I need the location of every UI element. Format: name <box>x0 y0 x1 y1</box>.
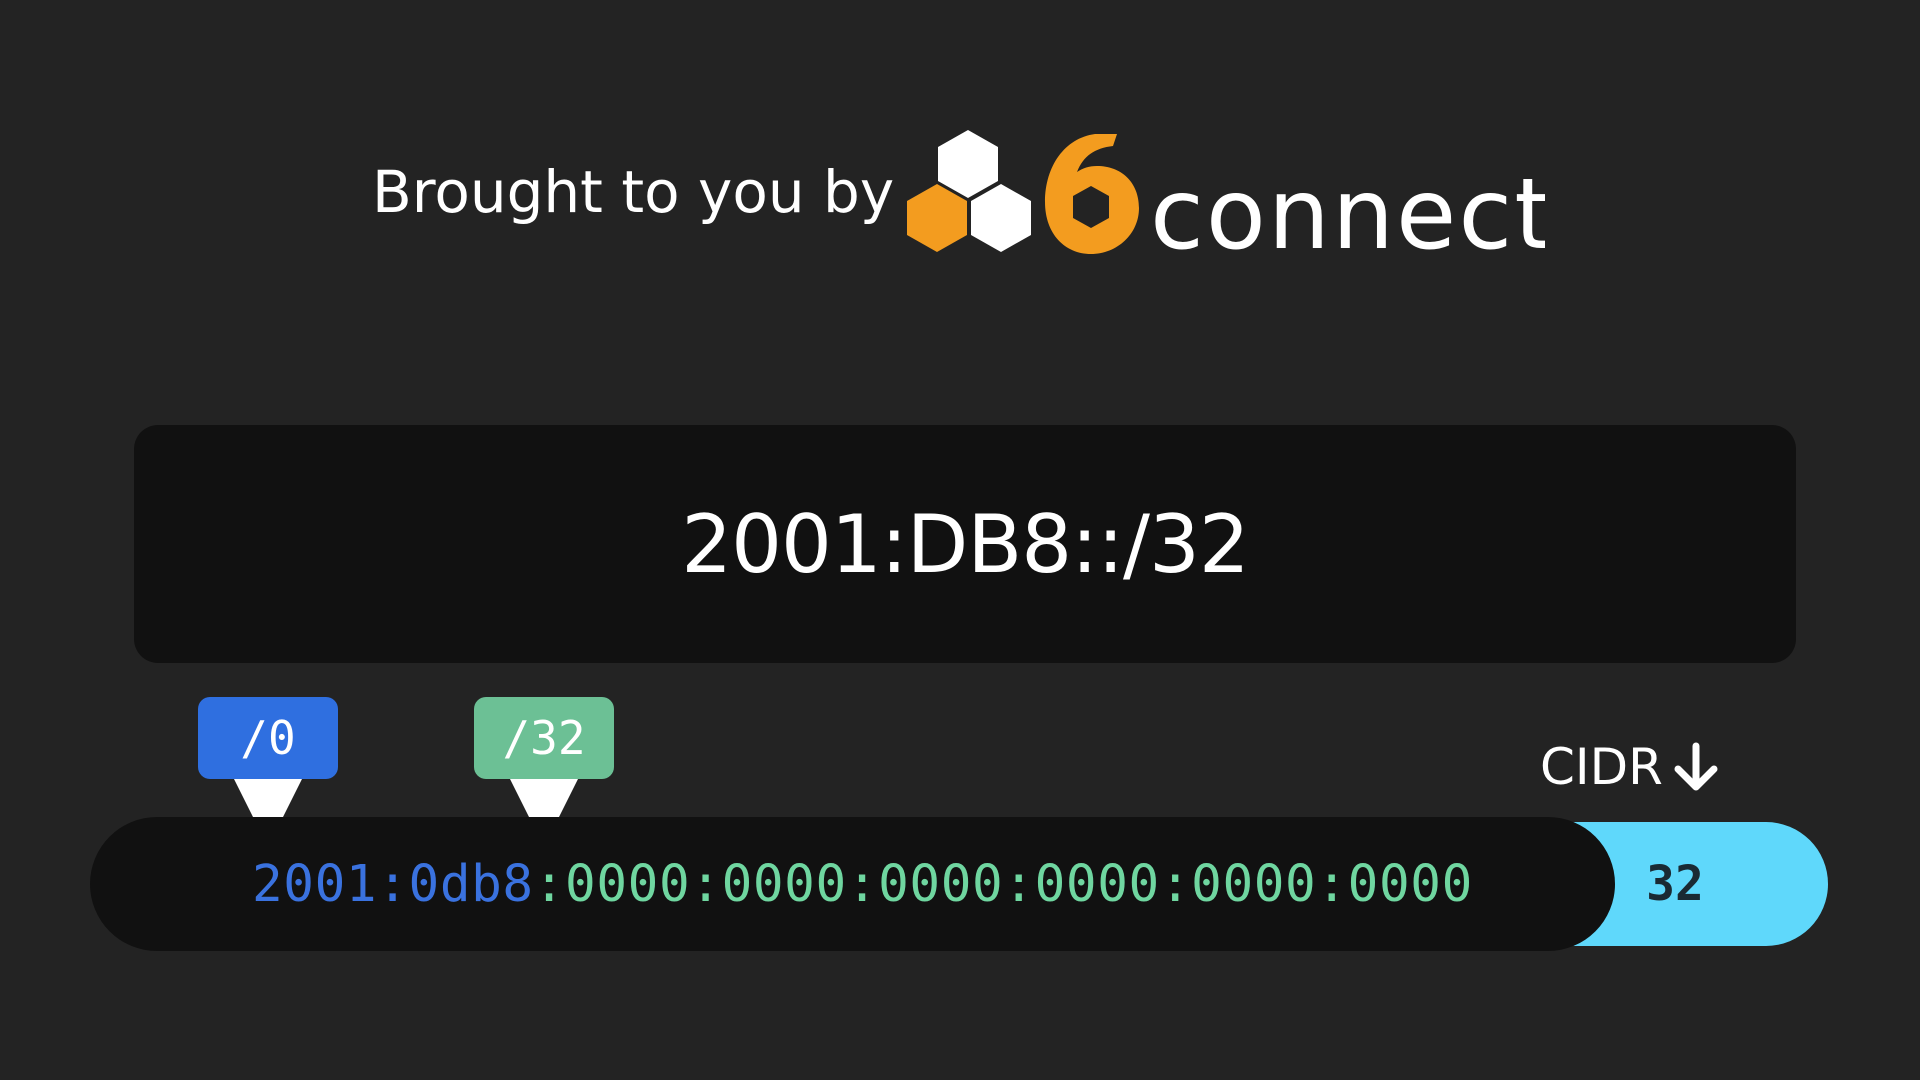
address-network-part: 2001:0db8 <box>252 854 534 914</box>
cidr-caption-label: CIDR <box>1540 738 1663 796</box>
logo-hexagon-top <box>938 130 998 198</box>
brand-tagline: Brought to you by <box>372 158 895 226</box>
logo-hexagon-left <box>907 184 967 252</box>
expanded-address-bar <box>90 817 1615 951</box>
branding: Brought to you by connect <box>0 120 1920 270</box>
logo-six <box>1045 134 1139 254</box>
expanded-address: 2001:0db8:0000:0000:0000:0000:0000:0000 <box>252 817 1473 951</box>
address-display: 2001:DB8::/32 <box>134 425 1796 663</box>
logo-hexagon-right <box>971 184 1031 252</box>
arrow-down-icon <box>1674 742 1718 791</box>
prefix-start-label: /0 <box>198 697 338 779</box>
cidr-value[interactable]: 32 <box>1646 856 1704 912</box>
6connect-logo[interactable]: connect <box>905 128 1545 268</box>
prefix-cidr-label: /32 <box>474 697 614 779</box>
address-host-part: :0000:0000:0000:0000:0000:0000 <box>533 854 1473 914</box>
prefix-start-marker[interactable]: /0 <box>198 697 338 849</box>
cidr-caption: CIDR <box>1540 738 1719 796</box>
logo-wordmark: connect <box>1150 158 1545 268</box>
address-display-value: 2001:DB8::/32 <box>681 497 1250 591</box>
